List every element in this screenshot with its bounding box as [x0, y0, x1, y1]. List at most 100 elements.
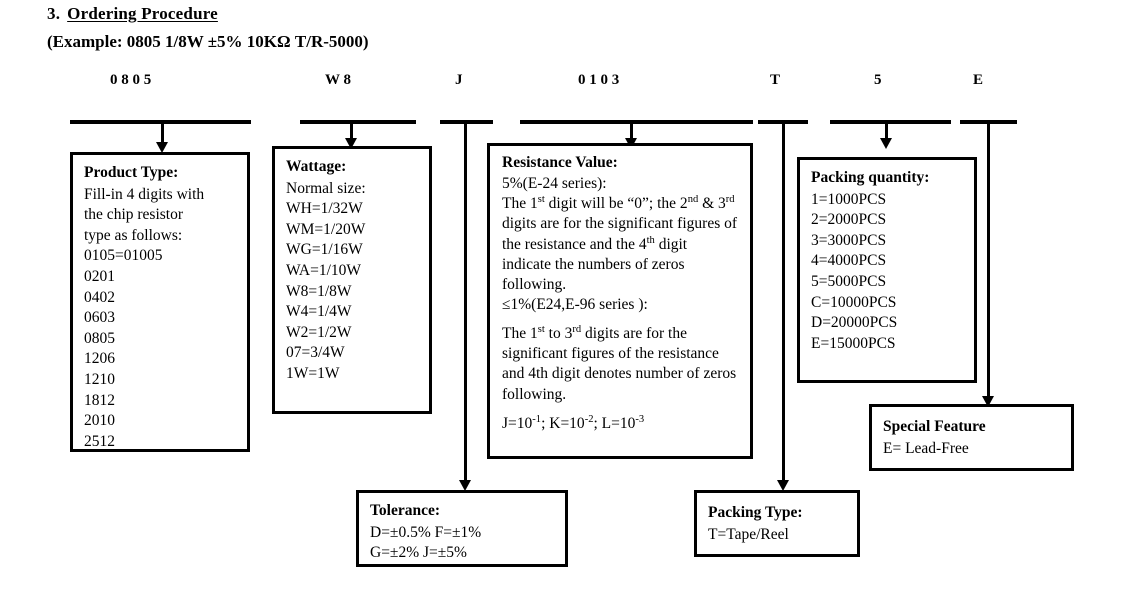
- box-line: 0603: [84, 309, 115, 327]
- box-line: 07=3/4W: [286, 344, 345, 362]
- box-wattage: Wattage: Normal size: WH=1/32W WM=1/20W …: [272, 146, 432, 414]
- superscript-nd: nd: [687, 194, 699, 206]
- text-frag: & 3: [698, 195, 726, 213]
- connector-bar-packing-quantity: [830, 120, 951, 124]
- text-frag: digits are for the significant figures o…: [502, 215, 738, 253]
- superscript-th: th: [646, 234, 655, 246]
- text-frag: digits are for the significant figures o…: [502, 325, 737, 403]
- box-line: 2=2000PCS: [811, 211, 887, 229]
- box-line: WG=1/16W: [286, 241, 363, 259]
- connector-arrow-packing-type: [777, 480, 789, 491]
- spacer: [502, 405, 740, 414]
- box-heading-special-feature: Special Feature: [883, 418, 986, 435]
- connector-arrow-wattage: [345, 138, 357, 149]
- box-line: WH=1/32W: [286, 200, 363, 218]
- box-line: WA=1/10W: [286, 262, 362, 280]
- spacer: [502, 315, 740, 324]
- box-line: 1=1000PCS: [811, 190, 887, 208]
- box-line: 5=5000PCS: [811, 273, 887, 291]
- box-line: the chip resistor: [84, 206, 184, 224]
- box-tolerance: Tolerance: D=±0.5% F=±1% G=±2% J=±5%: [356, 490, 568, 567]
- text-frag: The 1: [502, 325, 538, 343]
- box-line-e96-series: ≤1%(E24,E-96 series ):: [502, 295, 648, 313]
- superscript-exp: -3: [635, 413, 645, 425]
- box-paragraph-e24: The 1st digit will be “0”; the 2nd & 3rd…: [502, 194, 740, 295]
- box-line: 1206: [84, 350, 115, 368]
- section-title: Ordering Procedure: [67, 4, 218, 23]
- code-product-type: 0 8 0 5: [110, 72, 152, 88]
- box-line: Fill-in 4 digits with: [84, 185, 205, 203]
- connector-arrow-packing-quantity: [880, 138, 892, 149]
- connector-arrow-tolerance: [459, 480, 471, 491]
- box-line-multipliers: J=10-1; K=10-2; L=10-3: [502, 414, 740, 434]
- box-line: 0105=01005: [84, 247, 163, 265]
- box-line: C=10000PCS: [811, 293, 897, 311]
- box-line: 1210: [84, 371, 115, 389]
- connector-bar-resistance: [520, 120, 753, 124]
- section-heading: 3. Ordering Procedure: [47, 4, 218, 24]
- box-line: W8=1/8W: [286, 282, 352, 300]
- connector-stem-resistance: [630, 122, 633, 142]
- connector-stem-wattage: [350, 122, 353, 142]
- box-paragraph-e96: The 1st to 3rd digits are for the signif…: [502, 324, 740, 405]
- box-line: E=15000PCS: [811, 334, 896, 352]
- box-line: 4=4000PCS: [811, 252, 887, 270]
- box-line: E= Lead-Free: [883, 439, 969, 457]
- box-heading-wattage: Wattage:: [286, 158, 347, 175]
- superscript-exp: -1: [532, 413, 542, 425]
- code-resistance: 0 1 0 3: [578, 72, 620, 88]
- box-line-e24-series: 5%(E-24 series):: [502, 175, 607, 193]
- superscript-st: st: [537, 194, 545, 206]
- box-line: 0402: [84, 288, 115, 306]
- connector-stem-special-feature: [987, 122, 990, 400]
- text-frag: digit will be “0”; the 2: [544, 195, 688, 213]
- connector-stem-product-type: [161, 122, 164, 147]
- code-tolerance: J: [455, 72, 463, 88]
- box-line: 0201: [84, 268, 115, 286]
- box-heading-packing-type: Packing Type:: [708, 504, 803, 521]
- connector-bar-product-type: [70, 120, 251, 124]
- text-frag: J=10: [502, 414, 533, 432]
- connector-stem-tolerance: [464, 122, 467, 484]
- connector-bar-wattage: [300, 120, 416, 124]
- box-line: 3=3000PCS: [811, 231, 887, 249]
- box-line: 2512: [84, 432, 115, 450]
- code-packing-type: T: [770, 72, 781, 88]
- box-line: G=±2% J=±5%: [370, 544, 467, 562]
- text-frag: to 3: [544, 325, 573, 343]
- superscript-st: st: [537, 323, 545, 335]
- box-heading-tolerance: Tolerance:: [370, 502, 441, 519]
- box-line: D=±0.5% F=±1%: [370, 523, 482, 541]
- text-frag: ; K=10: [541, 414, 585, 432]
- box-product-type: Product Type: Fill-in 4 digits with the …: [70, 152, 250, 452]
- text-frag: ; L=10: [593, 414, 636, 432]
- text-frag: The 1: [502, 195, 538, 213]
- superscript-exp: -2: [584, 413, 594, 425]
- box-line: D=20000PCS: [811, 314, 898, 332]
- box-special-feature: Special Feature E= Lead-Free: [869, 404, 1074, 471]
- text-frag: digit indicate the numbers of zeros foll…: [502, 235, 688, 293]
- box-packing-quantity: Packing quantity: 1=1000PCS 2=2000PCS 3=…: [797, 157, 977, 383]
- box-line: T=Tape/Reel: [708, 525, 789, 543]
- box-line: W4=1/4W: [286, 303, 352, 321]
- box-heading-product-type: Product Type:: [84, 164, 179, 181]
- box-line: 0805: [84, 329, 115, 347]
- section-number: 3.: [47, 4, 61, 23]
- section-example: (Example: 0805 1/8W ±5% 10KΩ T/R-5000): [47, 32, 369, 51]
- box-line: type as follows:: [84, 226, 183, 244]
- box-line: 1812: [84, 391, 115, 409]
- code-wattage: W 8: [325, 72, 351, 88]
- connector-stem-packing-type: [782, 122, 785, 484]
- box-line: W2=1/2W: [286, 323, 352, 341]
- connector-stem-packing-quantity: [885, 122, 888, 142]
- box-line: Normal size:: [286, 179, 366, 197]
- box-packing-type: Packing Type: T=Tape/Reel: [694, 490, 860, 557]
- superscript-rd: rd: [725, 194, 735, 206]
- box-heading-resistance: Resistance Value:: [502, 154, 618, 171]
- box-line: WM=1/20W: [286, 220, 366, 238]
- code-special-feature: E: [973, 72, 984, 88]
- box-heading-packing-quantity: Packing quantity:: [811, 169, 930, 186]
- connector-arrow-product-type: [156, 142, 168, 153]
- box-line: 1W=1W: [286, 365, 340, 383]
